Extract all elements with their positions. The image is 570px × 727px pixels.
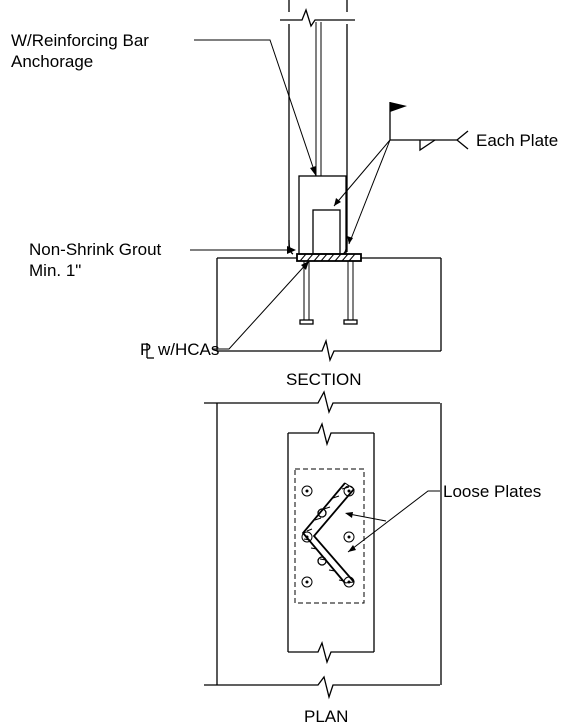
anchorage-label-line1: W/Reinforcing Bar [11,31,149,50]
loose-plate-chevron [301,482,355,584]
weld-symbol [333,102,469,245]
base-plate-leader [213,260,310,350]
plan-title: PLAN [304,707,348,726]
headed-anchors [299,261,358,325]
loose-plates-label: Loose Plates [443,482,541,501]
base-plate-label: w/HCAs [157,340,219,359]
weld-label: Each Plate [476,131,558,150]
section-title: SECTION [286,370,362,389]
column-section [280,0,355,255]
loose-plates-leader [345,490,440,553]
grout-label-line1: Non-Shrink Grout [29,240,162,259]
anchorage-label-line2: Anchorage [11,52,93,71]
grout-label-line2: Min. 1" [29,261,81,280]
base-plate [296,253,362,262]
anchorage-plates [298,175,347,255]
section-view: W/Reinforcing Bar Anchorage Each Plate N… [11,0,558,389]
plan-footing-outline [204,390,442,700]
base-plate-leader-arrow [301,261,309,270]
plan-base-plate [294,468,365,604]
plan-column [287,422,375,665]
anchorage-leader [194,39,317,177]
plate-symbol: P [140,340,151,359]
plan-view: Loose Plates PLAN [204,390,541,726]
concrete-footing [216,257,442,363]
grout-leader-arrow [287,246,296,254]
anchorage-leader-arrow [310,166,316,176]
